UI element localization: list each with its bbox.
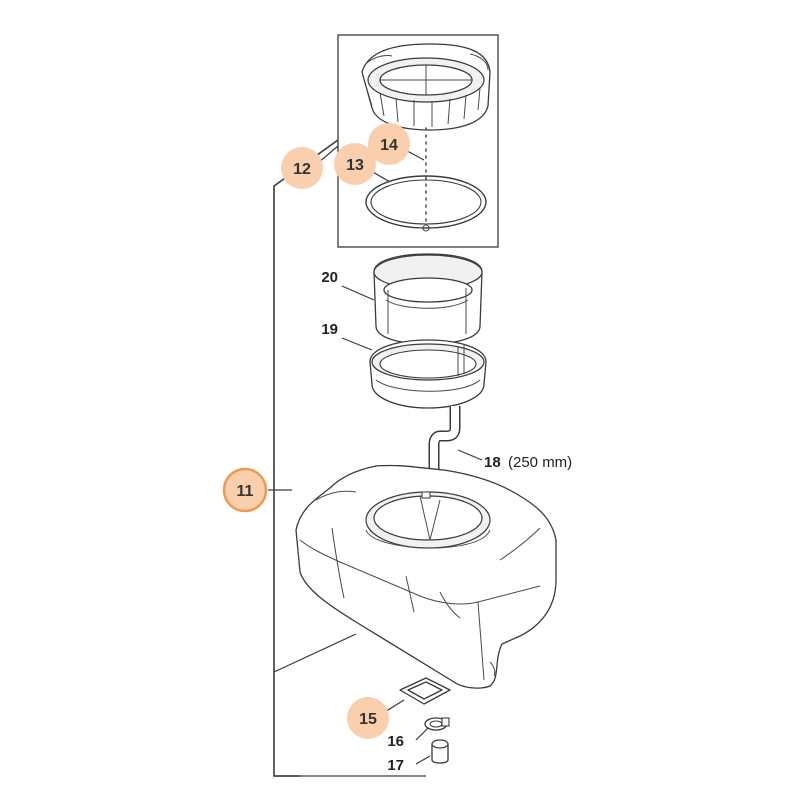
svg-text:13: 13 (346, 157, 364, 174)
label-19[interactable]: 19 (321, 321, 338, 338)
breather-hose[interactable] (428, 406, 461, 472)
callout-11[interactable]: 11 (222, 467, 268, 513)
cap-assembly-inset (337, 34, 499, 248)
callout-14[interactable]: 14 (368, 123, 410, 165)
label-18-length: (250 mm) (508, 454, 572, 471)
strainer-basket[interactable] (373, 253, 483, 345)
callout-12[interactable]: 12 (281, 147, 323, 189)
label-20[interactable]: 20 (321, 269, 338, 286)
callout-15[interactable]: 15 (347, 697, 389, 739)
spray-tank[interactable] (295, 464, 557, 689)
svg-text:15: 15 (359, 711, 377, 728)
svg-text:14: 14 (380, 137, 398, 154)
svg-text:12: 12 (293, 161, 311, 178)
drain-gasket[interactable] (399, 677, 451, 705)
callout-13[interactable]: 13 (334, 143, 376, 185)
drain-plug[interactable] (431, 739, 449, 764)
label-17[interactable]: 17 (387, 757, 404, 774)
hose-clamp[interactable] (424, 717, 450, 731)
label-18[interactable]: 18 (484, 454, 501, 471)
tank-cap[interactable] (361, 43, 491, 131)
label-16[interactable]: 16 (387, 733, 404, 750)
sealing-ring[interactable] (365, 175, 487, 229)
strainer-ring[interactable] (369, 339, 487, 409)
svg-text:11: 11 (237, 483, 254, 500)
